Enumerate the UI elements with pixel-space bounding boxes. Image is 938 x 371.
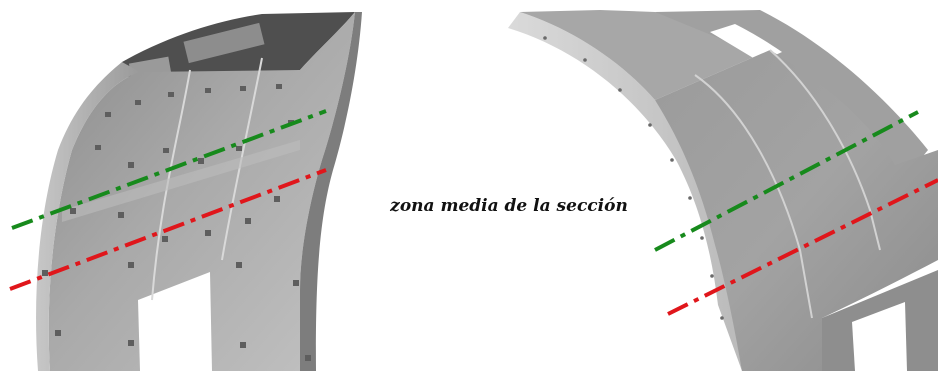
left-outer-edge xyxy=(36,62,140,371)
right-seam-1 xyxy=(694,74,813,319)
right-green-axis-line xyxy=(654,110,919,252)
right-seam-2 xyxy=(769,49,881,251)
left-mid-band xyxy=(62,140,300,222)
right-red-axis-line xyxy=(667,178,938,316)
left-red-axis-line xyxy=(9,168,327,291)
right-bolt-dots xyxy=(543,36,724,320)
left-ring-model xyxy=(9,12,362,371)
section-caption: zona media de la sección xyxy=(390,196,628,216)
right-back-gap xyxy=(710,24,782,62)
left-right-flank xyxy=(300,12,362,371)
left-inner-face xyxy=(48,12,356,371)
left-bolt-holes xyxy=(42,84,311,361)
right-cutout-window-2 xyxy=(852,302,907,371)
right-ring-model xyxy=(508,10,938,371)
left-cutout-window xyxy=(138,272,212,371)
left-top-block xyxy=(183,22,265,64)
left-green-axis-line xyxy=(11,109,327,230)
right-main-plate xyxy=(655,50,938,371)
